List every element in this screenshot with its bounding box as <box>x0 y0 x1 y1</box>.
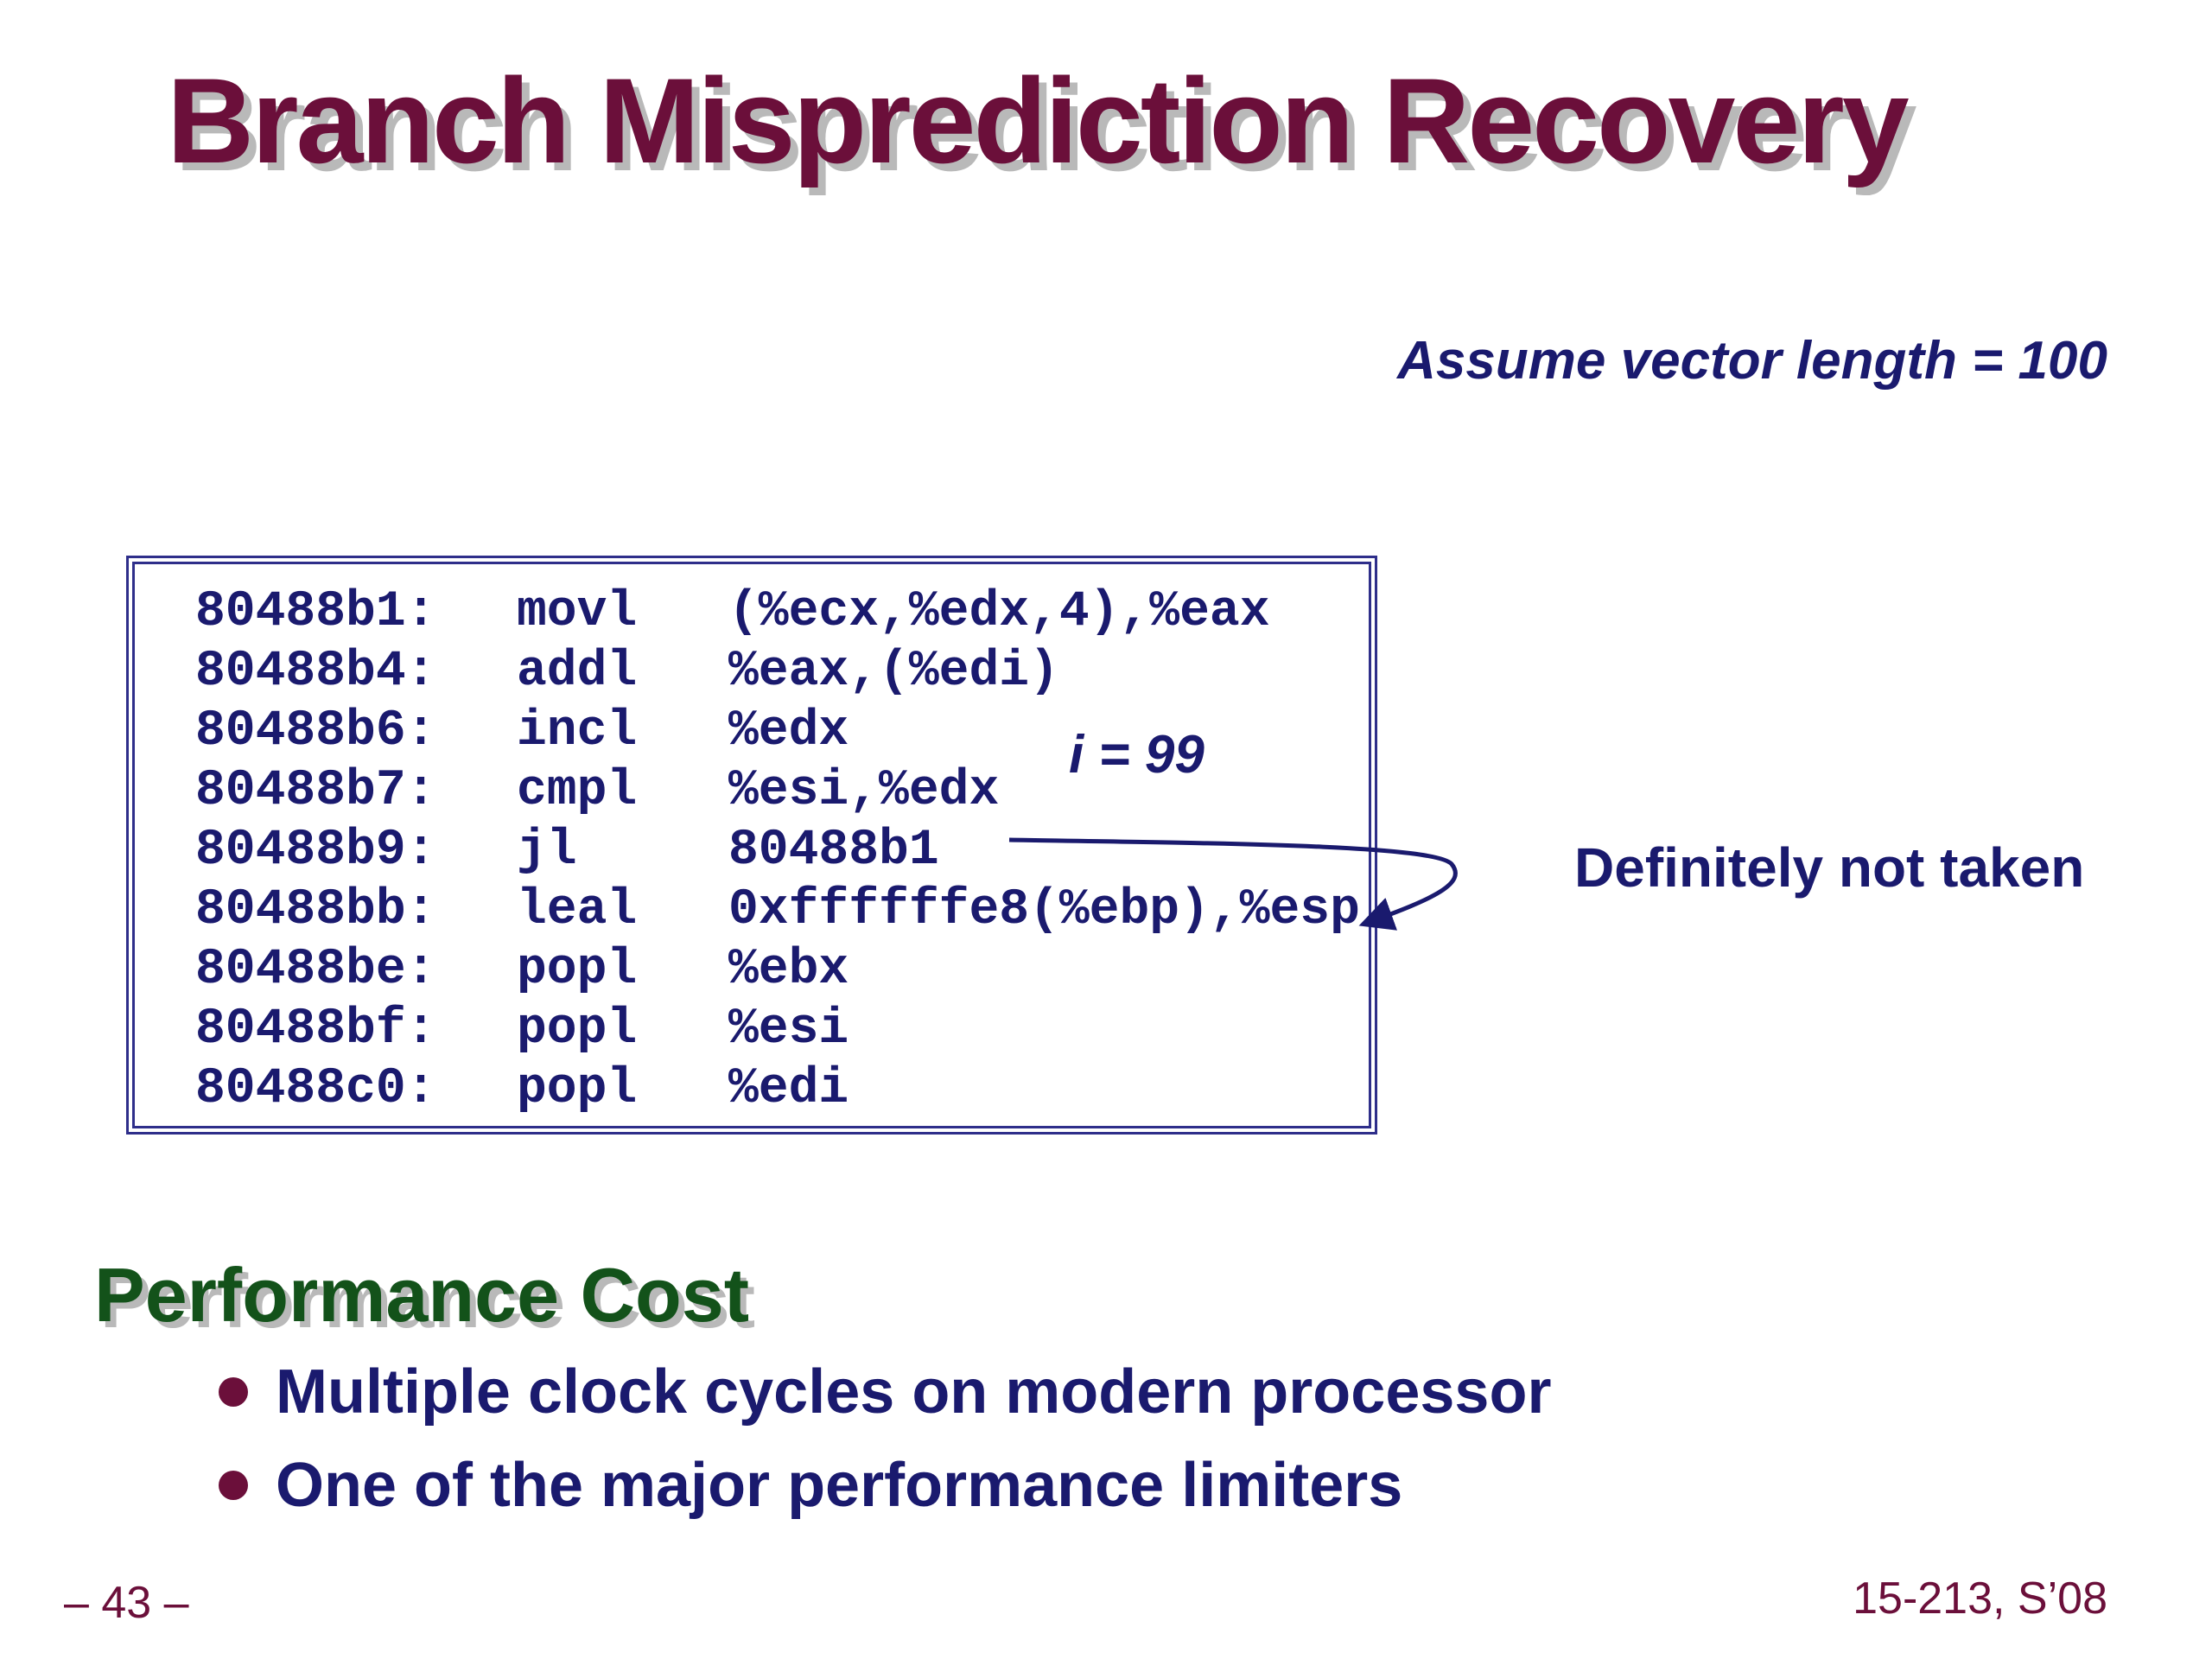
code-line: 80488b6: incl %edx <box>195 702 849 761</box>
code-line: 80488bb: leal 0xffffffe8(%ebp),%esp <box>195 880 1360 940</box>
branch-note: Definitely not taken <box>1574 836 2085 899</box>
code-opcode: popl <box>517 1001 638 1058</box>
code-opcode: popl <box>517 942 638 998</box>
code-address: 80488bf: <box>195 1001 436 1058</box>
slide-title: Branch Misprediction Recovery <box>167 53 1910 188</box>
code-opcode: leal <box>517 882 638 938</box>
code-address: 80488bb: <box>195 882 436 938</box>
code-opcode: jl <box>517 823 577 879</box>
code-line: 80488b7: cmpl %esi,%edx <box>195 761 999 821</box>
code-operands: %ebx <box>728 942 849 998</box>
code-operands: %edi <box>728 1061 849 1117</box>
code-opcode: popl <box>517 1061 638 1117</box>
code-line: 80488c0: popl %edi <box>195 1059 849 1119</box>
code-opcode: addl <box>517 644 638 700</box>
section-heading: Performance Cost <box>94 1252 750 1338</box>
code-operands: (%ecx,%edx,4),%eax <box>728 584 1270 640</box>
code-opcode: incl <box>517 703 638 760</box>
code-listing-box: 80488b1: movl (%ecx,%edx,4),%eax 80488b4: a… <box>126 556 1377 1135</box>
bullet-dot-icon <box>219 1377 248 1407</box>
loop-index-annotation: i = 99 <box>1069 725 1205 785</box>
code-address: 80488b4: <box>195 644 436 700</box>
code-operands: %esi <box>728 1001 849 1058</box>
code-operands: 80488b1 <box>728 823 939 879</box>
bullet-dot-icon <box>219 1471 248 1500</box>
code-address: 80488b7: <box>195 763 436 819</box>
code-line: 80488bf: popl %esi <box>195 1000 849 1059</box>
code-line: 80488be: popl %ebx <box>195 940 849 1000</box>
slide-number: – 43 – <box>64 1578 189 1628</box>
code-line: 80488b1: movl (%ecx,%edx,4),%eax <box>195 582 1270 642</box>
bullet-text: One of the major performance limiters <box>276 1451 1403 1520</box>
code-address: 80488be: <box>195 942 436 998</box>
code-address: 80488c0: <box>195 1061 436 1117</box>
code-opcode: movl <box>517 584 638 640</box>
code-line: 80488b9: jl 80488b1 <box>195 821 939 880</box>
bullet-item: One of the major performance limiters <box>219 1450 1402 1521</box>
code-operands: %edx <box>728 703 849 760</box>
code-address: 80488b6: <box>195 703 436 760</box>
assumption-note: Assume vector length = 100 <box>1397 331 2107 391</box>
bullet-item: Multiple clock cycles on modern processo… <box>219 1357 1551 1427</box>
code-operands: %eax,(%edi) <box>728 644 1059 700</box>
code-opcode: cmpl <box>517 763 638 819</box>
course-label: 15-213, S’08 <box>1853 1573 2107 1624</box>
code-address: 80488b1: <box>195 584 436 640</box>
code-operands: %esi,%edx <box>728 763 1000 819</box>
code-operands: 0xffffffe8(%ebp),%esp <box>728 882 1360 938</box>
code-address: 80488b9: <box>195 823 436 879</box>
bullet-text: Multiple clock cycles on modern processo… <box>276 1357 1552 1427</box>
code-line: 80488b4: addl %eax,(%edi) <box>195 642 1059 702</box>
